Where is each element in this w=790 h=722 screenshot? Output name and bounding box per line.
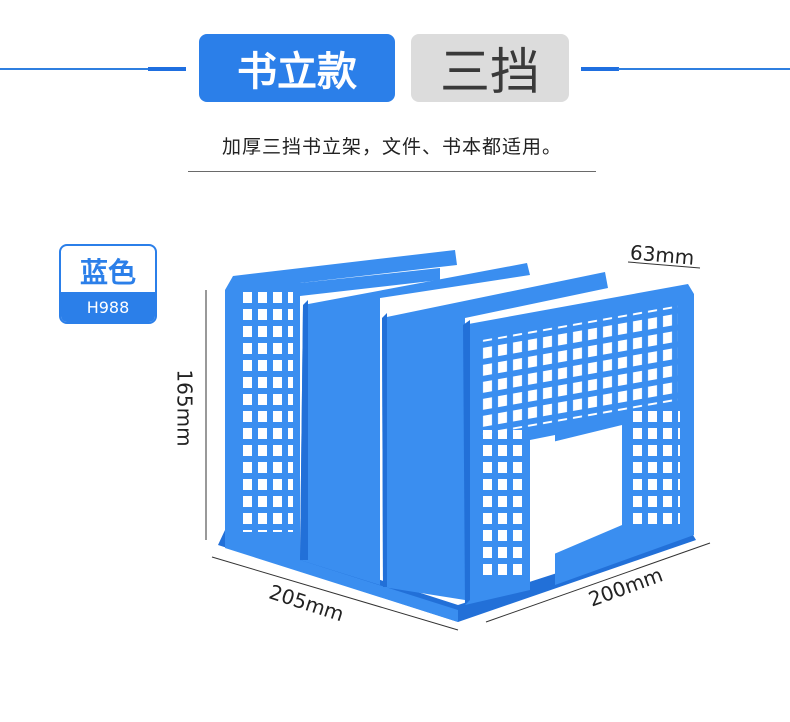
front-panel-mesh (478, 305, 680, 580)
divider-1 (300, 263, 530, 585)
subtitle: 加厚三挡书立架，文件、书本都适用。 (221, 136, 562, 158)
subtitle-underline (188, 171, 596, 172)
header-dash-right (581, 67, 619, 71)
style-label: 书立款 (237, 49, 357, 95)
front-panel-cutout (540, 425, 622, 560)
header-rule-left (0, 68, 148, 70)
dim-line-width (211, 556, 459, 631)
divider-2 (382, 272, 608, 600)
dim-line-depth (627, 261, 701, 269)
back-panel-top-mesh (300, 268, 440, 296)
tier-label-pill: 三挡 (411, 34, 569, 102)
back-panel-mesh (243, 292, 293, 532)
divider-1-side (300, 300, 308, 560)
front-panel-side (463, 320, 470, 605)
header-rule-right (618, 68, 790, 70)
color-badge: 蓝色 H988 (59, 244, 157, 324)
header-dash-left (148, 67, 186, 71)
dim-height-label: 165mm (172, 369, 197, 447)
color-name: 蓝色 (79, 256, 136, 289)
divider-2-side (382, 313, 387, 587)
color-code: H988 (61, 292, 155, 322)
style-label-pill: 书立款 (199, 34, 395, 102)
tier-label: 三挡 (440, 43, 540, 101)
dim-line-length (485, 542, 711, 623)
